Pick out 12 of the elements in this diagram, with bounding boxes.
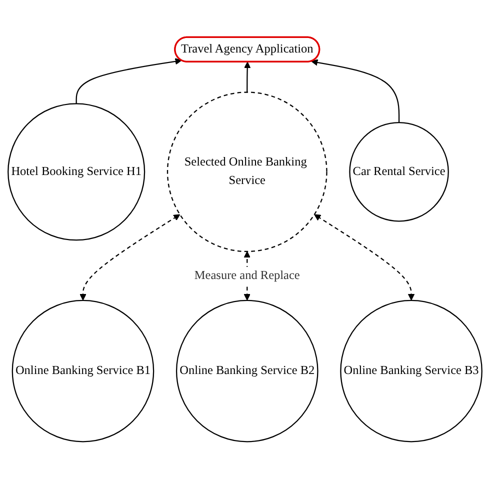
arrow — [80, 214, 180, 300]
arrow — [311, 58, 400, 122]
node-circle: Hotel Booking Service H1 — [8, 102, 146, 240]
arrow — [244, 61, 251, 92]
node-circle: Online Banking Service B1 — [12, 300, 154, 442]
arrow — [76, 58, 182, 104]
node-circle: Car Rental Service — [349, 122, 449, 222]
arrow — [314, 214, 415, 300]
node-circle: Selected Online Banking Service — [166, 91, 328, 252]
edge-label: Measure and Replace — [194, 268, 300, 282]
node-circle: Online Banking Service B2 — [176, 300, 318, 442]
node-circle: Online Banking Service B3 — [340, 300, 482, 442]
